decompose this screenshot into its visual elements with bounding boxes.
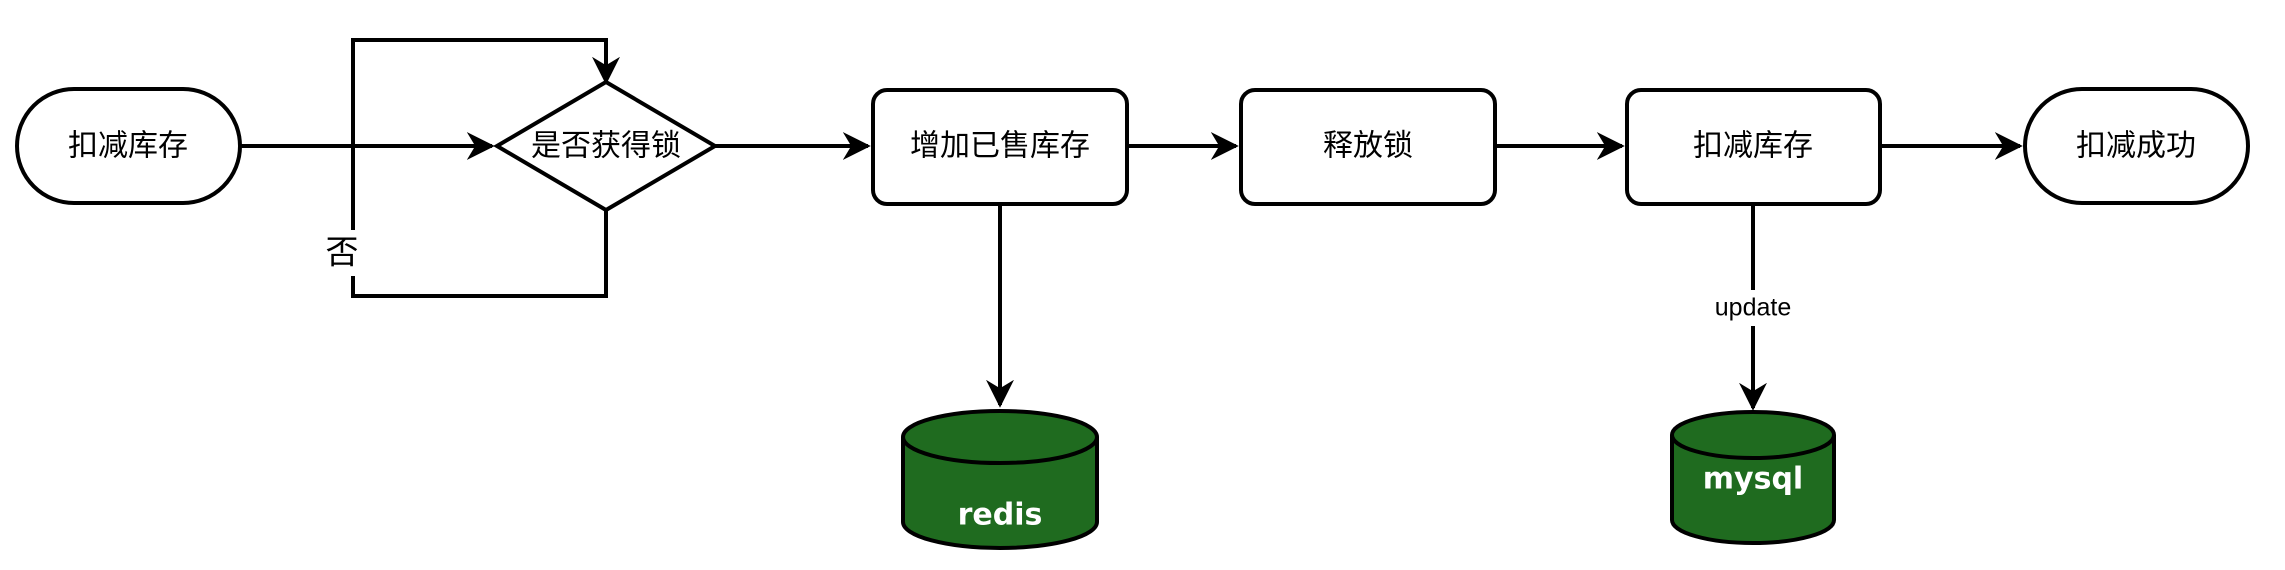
node-decision: 是否获得锁 [493,79,719,213]
cylinder-top [901,409,1099,465]
node-add-sold: 增加已售库存 [871,88,1129,206]
database-mysql-label: mysql [1703,462,1803,497]
update-label-bg [1700,290,1806,326]
edge-no-loop [351,38,620,298]
node-end-label: 扣减成功 [2076,129,2196,164]
cylinder-body [901,437,1099,550]
terminator-shape [2023,87,2250,205]
node-release: 释放锁 [1239,88,1497,206]
decision-diamond [493,79,719,213]
node-decision-label: 是否获得锁 [531,129,681,164]
node-start: 扣减库存 [15,87,242,205]
process-box [1239,88,1497,206]
database-redis-label: redis [958,498,1043,533]
node-deduct: 扣减库存 [1625,88,1882,206]
edges [240,38,2023,411]
no-label-bg [322,230,362,276]
cylinder-body [1670,435,1836,545]
edge-label-update: update [1715,294,1791,322]
edge-label-no: 否 [326,233,359,272]
node-add-sold-label: 增加已售库存 [910,129,1090,164]
node-end: 扣减成功 [2023,87,2250,205]
database-mysql: mysql [1670,410,1836,545]
node-release-label: 释放锁 [1323,129,1413,164]
cylinder-top [1670,410,1836,460]
node-deduct-label: 扣减库存 [1693,129,1813,164]
database-redis: redis [901,409,1099,550]
terminator-shape [15,87,242,205]
process-box [871,88,1129,206]
node-start-label: 扣减库存 [68,129,188,164]
process-box [1625,88,1882,206]
